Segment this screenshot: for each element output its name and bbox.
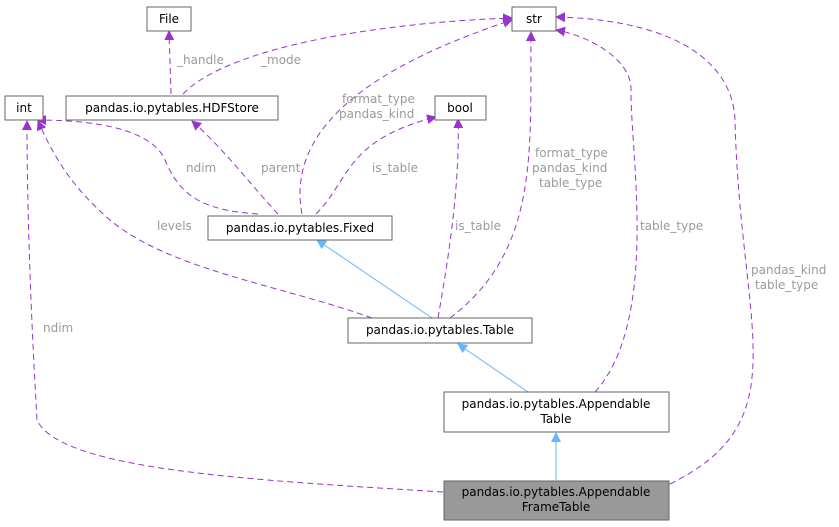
label-aft-str-2: table_type: [755, 278, 818, 292]
node-fixed[interactable]: pandas.io.pytables.Fixed: [207, 215, 393, 241]
label-fixed-bool: is_table: [372, 161, 418, 175]
node-appendable-frame-table[interactable]: pandas.io.pytables.Appendable FrameTable: [443, 480, 670, 521]
edge-aft-str: [555, 12, 754, 485]
node-file-label: File: [159, 12, 179, 26]
edge-appendable-str: [555, 26, 638, 393]
edge-hdfstore-file: [164, 30, 175, 95]
node-bool[interactable]: bool: [434, 95, 487, 121]
edge-table-int: [37, 120, 373, 319]
edge-fixed-str: [299, 18, 513, 215]
label-table-str-3: table_type: [539, 176, 602, 190]
node-int[interactable]: int: [4, 95, 44, 121]
label-mode: _mode: [260, 53, 301, 67]
node-hdfstore-label: pandas.io.pytables.HDFStore: [85, 101, 259, 115]
edge-fixed-hdfstore: [191, 120, 279, 215]
label-appendable-str: table_type: [640, 219, 703, 233]
edge-table-str: [449, 31, 536, 319]
label-table-str-2: pandas_kind: [532, 161, 607, 175]
node-appendable-frame-table-label-1: pandas.io.pytables.Appendable: [462, 485, 651, 499]
label-table-int: levels: [157, 219, 192, 233]
label-fixed-str-1: format_type: [342, 92, 415, 106]
edge-fixed-int: [36, 115, 259, 215]
node-appendable-table-label-1: pandas.io.pytables.Appendable: [462, 397, 651, 411]
node-table-label: pandas.io.pytables.Table: [366, 323, 514, 337]
node-fixed-label: pandas.io.pytables.Fixed: [226, 221, 374, 235]
label-fixed-hdfstore: parent: [261, 161, 301, 175]
label-aft-int: ndim: [43, 321, 73, 335]
label-table-bool: is_table: [455, 219, 501, 233]
label-aft-str-1: pandas_kind: [751, 263, 826, 277]
label-fixed-int: ndim: [186, 161, 216, 175]
label-table-str-1: format_type: [535, 146, 608, 160]
node-int-label: int: [16, 101, 32, 115]
label-handle: _handle: [176, 53, 224, 67]
edge-table-bool: [437, 118, 464, 319]
usage-edges: [22, 12, 754, 493]
edge-appendable-table: [457, 343, 529, 393]
edge-table-fixed: [316, 239, 433, 319]
inheritance-edges: [316, 239, 561, 480]
node-appendable-table-label-2: Table: [539, 412, 571, 426]
edge-labels: _handle _mode format_type pandas_kind nd…: [43, 53, 826, 335]
node-str-label: str: [526, 12, 542, 26]
node-str[interactable]: str: [511, 6, 557, 32]
node-table[interactable]: pandas.io.pytables.Table: [347, 317, 533, 344]
node-appendable-frame-table-label-2: FrameTable: [522, 500, 590, 514]
edge-aft-int: [22, 120, 444, 493]
node-file[interactable]: File: [146, 6, 192, 32]
node-hdfstore[interactable]: pandas.io.pytables.HDFStore: [65, 95, 279, 121]
label-fixed-str-2: pandas_kind: [339, 107, 414, 121]
node-bool-label: bool: [447, 101, 473, 115]
edge-hdfstore-str: [182, 13, 513, 95]
edge-fixed-bool: [315, 114, 437, 215]
node-appendable-table[interactable]: pandas.io.pytables.Appendable Table: [443, 391, 670, 433]
